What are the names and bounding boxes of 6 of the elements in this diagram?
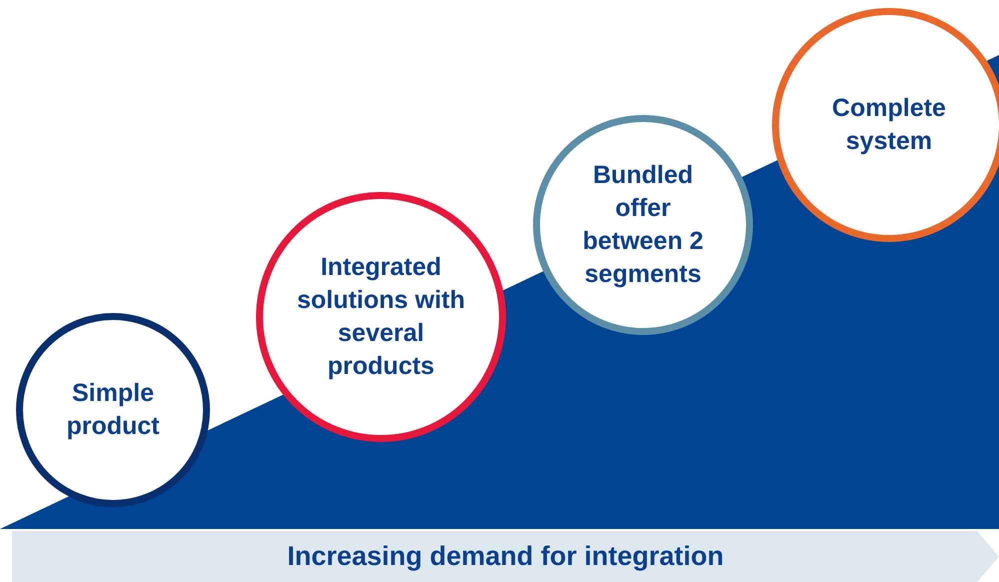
axis-caption: Increasing demand for integration (287, 541, 724, 572)
stage-label: Integrated solutions with several products (296, 252, 466, 382)
stage-label: Simple product (65, 378, 161, 442)
stage-label: Complete system (831, 93, 947, 157)
stage-label: Bundled offer between 2 segments (582, 160, 704, 290)
arrow-band (12, 531, 999, 582)
